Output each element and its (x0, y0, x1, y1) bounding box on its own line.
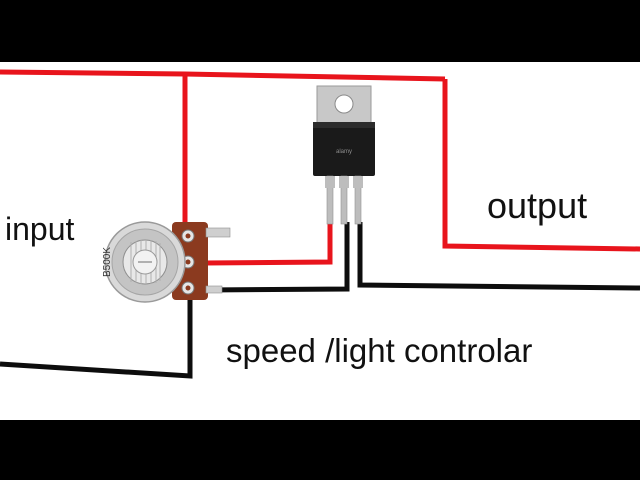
transistor-body-shade (313, 122, 375, 128)
bottom-letterbox (0, 420, 640, 480)
pot-wiper-to-gate-wire (204, 222, 333, 266)
mounting-hole (334, 94, 354, 114)
negative-wires (0, 222, 640, 379)
transistor-marking: alamy (336, 149, 352, 155)
pot-side-tab (205, 227, 231, 238)
output-positive-wire (442, 79, 640, 252)
positive-wires (0, 69, 640, 266)
input-negative-wire (0, 290, 193, 379)
pot-marking: B500K (102, 247, 113, 277)
input-label: input (5, 211, 75, 247)
transistor-to220-icon: alamy (313, 85, 375, 225)
pot-to-drain-wire (204, 222, 350, 293)
caption-label: speed /light controlar (226, 332, 532, 369)
potentiometer-icon: B500K (102, 221, 231, 303)
source-to-output-wire (357, 222, 640, 291)
top-letterbox (0, 0, 640, 62)
pot-side-tab-2 (205, 285, 223, 294)
output-label: output (487, 185, 587, 226)
transistor-body (313, 122, 375, 176)
